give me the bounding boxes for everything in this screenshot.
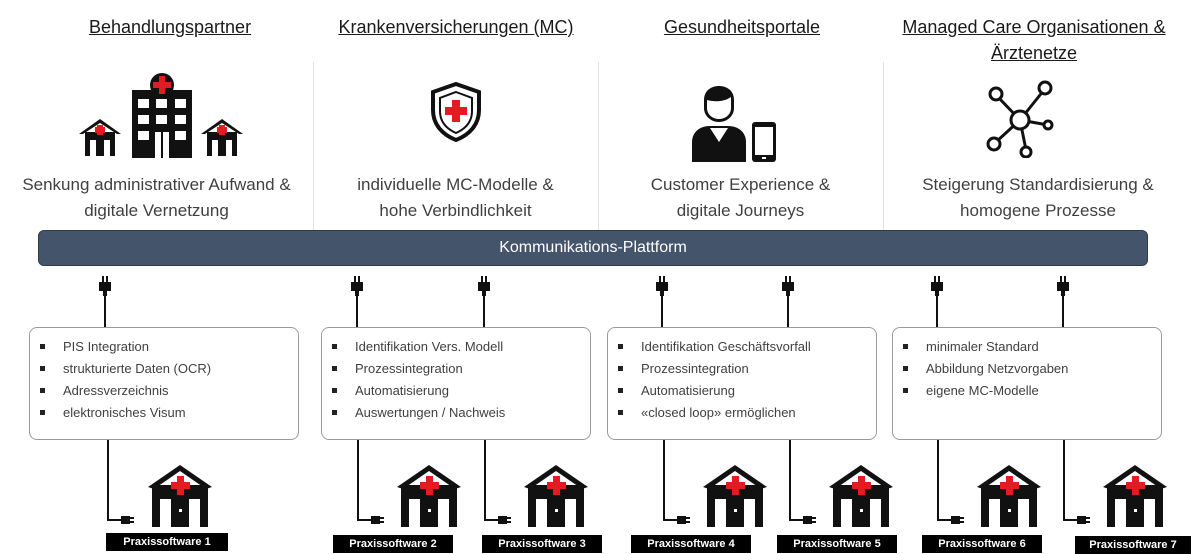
- plug-icon: [789, 514, 823, 526]
- benefit-line: Customer Experience &: [650, 175, 831, 194]
- benefit-gesundheitsportale: Customer Experience & digitale Journeys: [598, 172, 883, 224]
- features-box-gesundheitsportale: Identifikation Geschäftsvorfall Prozessi…: [607, 327, 877, 440]
- plug-icon: [98, 276, 112, 304]
- plug-icon: [477, 276, 491, 304]
- hospital-group-icon: [78, 72, 244, 158]
- feature-item: minimaler Standard: [901, 336, 1161, 358]
- communication-platform-bar: Kommunikations-Plattform: [38, 230, 1148, 266]
- plug-icon: [357, 514, 391, 526]
- benefit-line: hohe Verbindlichkeit: [379, 201, 532, 220]
- connector-line: [483, 303, 485, 327]
- column-title-managed-care-line1: Managed Care Organisationen &: [902, 17, 1166, 37]
- practice-building-icon: [829, 465, 893, 527]
- connector-line: [937, 440, 939, 521]
- benefit-line: homogene Prozesse: [960, 201, 1116, 220]
- benefit-behandlungspartner: Senkung administrativer Aufwand & digita…: [0, 172, 313, 224]
- column-divider: [598, 62, 599, 237]
- connector-line: [1062, 303, 1064, 327]
- network-icon: [986, 80, 1054, 158]
- plug-icon: [663, 514, 697, 526]
- practice-software-label-7: Praxissoftware 7: [1075, 536, 1191, 554]
- shield-cross-icon: [430, 82, 482, 142]
- benefit-line: Steigerung Standardisierung &: [922, 175, 1154, 194]
- feature-item: Adressverzeichnis: [38, 380, 298, 402]
- connector-line: [789, 440, 791, 521]
- plug-icon: [107, 514, 141, 526]
- feature-item: Abbildung Netzvorgaben: [901, 358, 1161, 380]
- practice-software-label-5: Praxissoftware 5: [777, 535, 897, 553]
- feature-item: «closed loop» ermöglichen: [616, 402, 876, 424]
- connector-line: [356, 303, 358, 327]
- feature-item: eigene MC-Modelle: [901, 380, 1161, 402]
- connector-line: [787, 303, 789, 327]
- practice-software-label-1: Praxissoftware 1: [106, 533, 228, 551]
- user-smartphone-icon: [692, 86, 782, 162]
- plug-icon: [930, 276, 944, 304]
- feature-item: Identifikation Geschäftsvorfall: [616, 336, 876, 358]
- benefit-line: Senkung administrativer Aufwand &: [22, 175, 291, 194]
- connector-line: [661, 303, 663, 327]
- feature-item: PIS Integration: [38, 336, 298, 358]
- plug-icon: [1056, 276, 1070, 304]
- practice-building-icon: [148, 465, 212, 527]
- practice-software-label-2: Praxissoftware 2: [333, 535, 453, 553]
- feature-item: Automatisierung: [330, 380, 590, 402]
- benefit-line: individuelle MC-Modelle &: [357, 175, 554, 194]
- connector-line: [104, 303, 106, 327]
- plug-icon: [1063, 514, 1097, 526]
- feature-item: Prozessintegration: [330, 358, 590, 380]
- practice-building-icon: [1103, 465, 1167, 527]
- features-box-managed-care: minimaler Standard Abbildung Netzvorgabe…: [892, 327, 1162, 440]
- benefit-managed-care: Steigerung Standardisierung & homogene P…: [883, 172, 1193, 224]
- column-title-krankenversicherungen: Krankenversicherungen (MC): [338, 17, 574, 37]
- connector-line: [107, 440, 109, 521]
- plug-icon: [484, 514, 518, 526]
- practice-building-icon: [397, 465, 461, 527]
- column-title-managed-care-line2: Ärztenetze: [990, 43, 1078, 63]
- feature-item: Prozessintegration: [616, 358, 876, 380]
- connector-line: [484, 440, 486, 521]
- features-box-krankenversicherungen: Identifikation Vers. Modell Prozessinteg…: [321, 327, 591, 440]
- connector-line: [357, 440, 359, 521]
- practice-software-label-6: Praxissoftware 6: [922, 535, 1042, 553]
- practice-software-label-3: Praxissoftware 3: [482, 535, 602, 553]
- connector-line: [663, 440, 665, 521]
- plug-icon: [937, 514, 971, 526]
- column-title-gesundheitsportale: Gesundheitsportale: [663, 17, 821, 37]
- benefit-line: digitale Journeys: [676, 201, 805, 220]
- feature-item: Identifikation Vers. Modell: [330, 336, 590, 358]
- feature-item: elektronisches Visum: [38, 402, 298, 424]
- plug-icon: [781, 276, 795, 304]
- feature-item: Auswertungen / Nachweis: [330, 402, 590, 424]
- benefit-line: digitale Vernetzung: [84, 201, 229, 220]
- column-divider: [883, 62, 884, 237]
- practice-building-icon: [524, 465, 588, 527]
- column-title-managed-care: Managed Care Organisationen & Ärztenetze: [884, 14, 1184, 66]
- feature-item: Automatisierung: [616, 380, 876, 402]
- practice-building-icon: [703, 465, 767, 527]
- column-divider: [313, 62, 314, 237]
- connector-line: [936, 303, 938, 327]
- practice-software-label-4: Praxissoftware 4: [631, 535, 751, 553]
- feature-item: strukturierte Daten (OCR): [38, 358, 298, 380]
- plug-icon: [350, 276, 364, 304]
- benefit-krankenversicherungen: individuelle MC-Modelle & hohe Verbindli…: [313, 172, 598, 224]
- features-box-behandlungspartner: PIS Integration strukturierte Daten (OCR…: [29, 327, 299, 440]
- plug-icon: [655, 276, 669, 304]
- practice-building-icon: [977, 465, 1041, 527]
- connector-line: [1063, 440, 1065, 521]
- column-title-behandlungspartner: Behandlungspartner: [88, 17, 252, 37]
